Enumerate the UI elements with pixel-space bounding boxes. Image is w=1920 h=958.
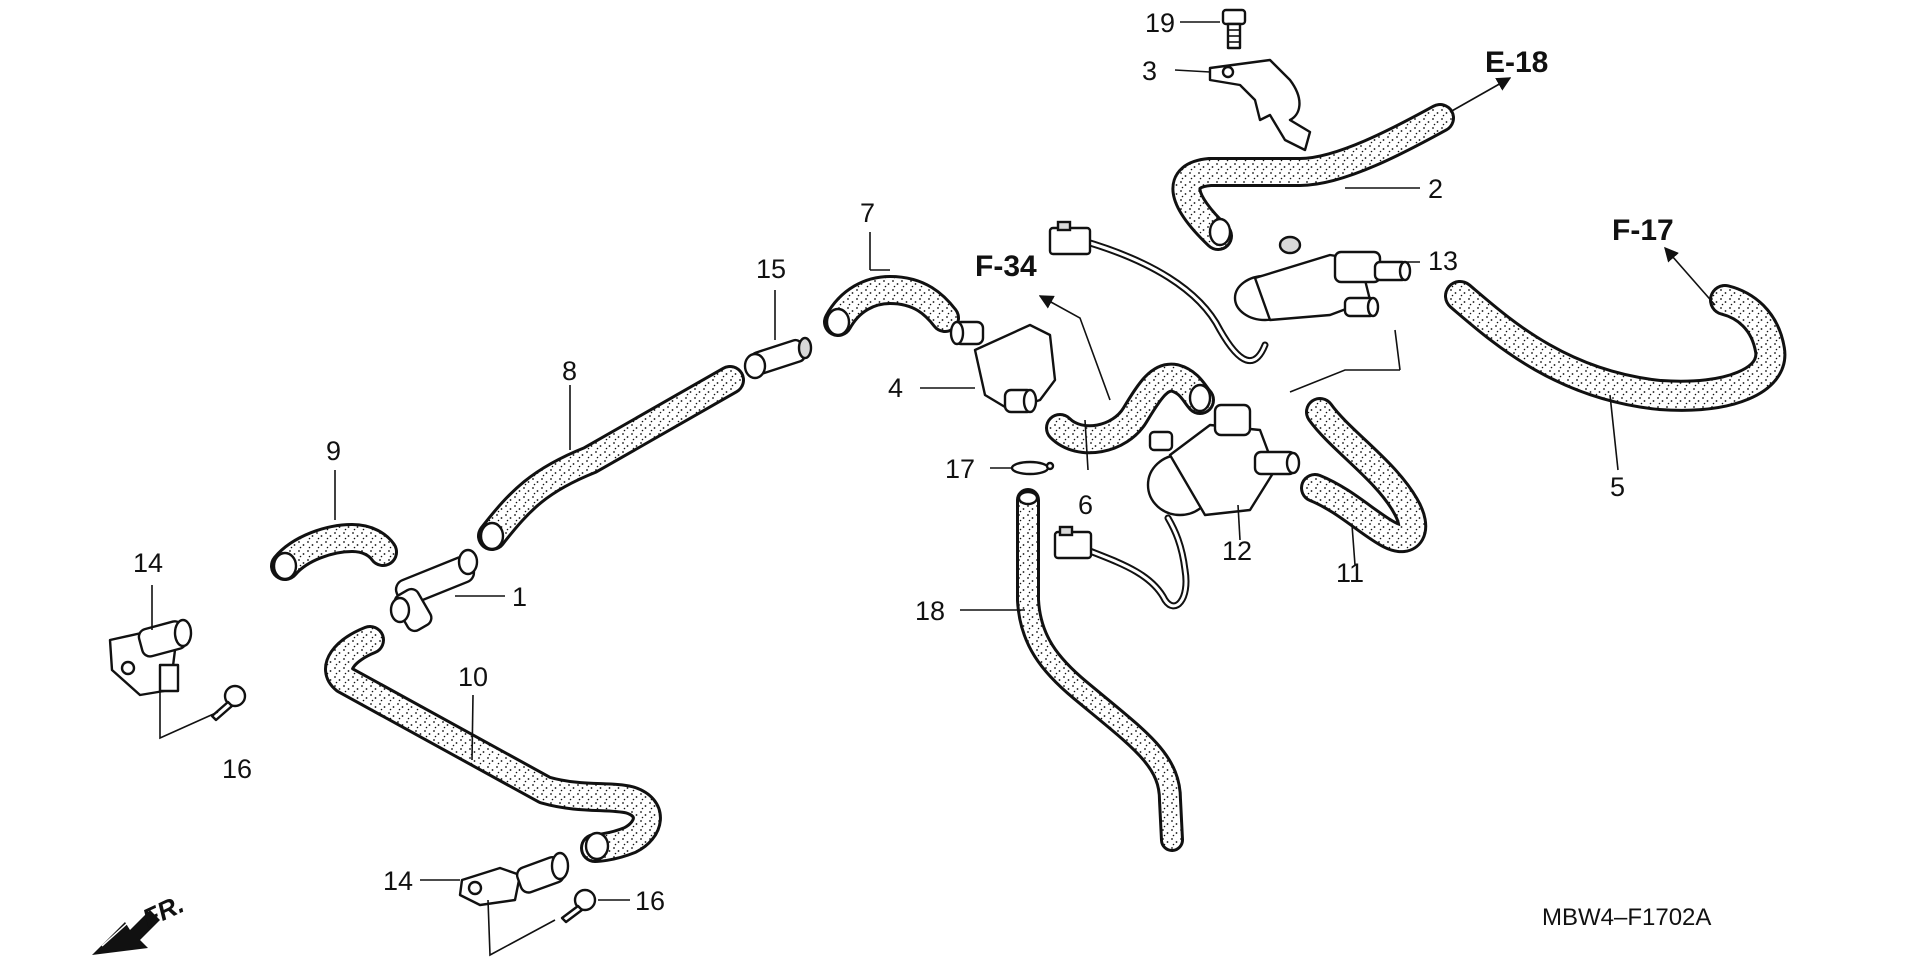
callout-18: 18 [915,596,945,626]
hose-2[interactable] [1171,103,1455,251]
valve-4[interactable] [949,320,1057,414]
callout-13: 13 [1428,246,1458,276]
joint-15[interactable] [743,336,813,380]
hose-6[interactable] [1045,362,1215,455]
callout-4: 4 [888,373,903,403]
callout-19: 19 [1145,8,1175,38]
callout-7: 7 [860,198,875,228]
callout-9: 9 [326,436,341,466]
f17-arrow [1664,246,1716,306]
callout-14-lower: 14 [383,866,413,896]
callout-2: 2 [1428,174,1443,204]
t-joint-1[interactable] [389,548,479,634]
callout-6: 6 [1078,490,1093,520]
bracket-3[interactable] [1208,58,1312,152]
leader-lines [151,21,1619,957]
hose-8[interactable] [477,365,745,551]
callout-1: 1 [512,582,527,612]
e18-arrow [1449,77,1512,113]
callout-3: 3 [1142,56,1157,86]
hose-5[interactable] [1444,280,1787,412]
control-valve-13[interactable] [1233,235,1412,322]
ref-f34: F-34 [975,250,1037,283]
screw-16-upper[interactable] [210,684,247,722]
hose-18[interactable] [1016,488,1184,852]
ref-f17: F-17 [1612,214,1674,247]
wire-harness-13 [1048,220,1269,365]
clip-17[interactable] [1010,460,1055,476]
ref-e18: E-18 [1485,46,1548,79]
callout-11: 11 [1336,558,1364,588]
wire-harness-12 [1053,514,1190,610]
bolt-19[interactable] [1221,8,1247,50]
hose-10[interactable] [324,625,662,863]
drawing-code: MBW4–F1702A [1542,904,1711,931]
screw-16-lower[interactable] [560,888,597,924]
f34-arrow [1038,295,1111,401]
callout-10: 10 [458,662,488,692]
callout-14-upper: 14 [133,548,163,578]
hose-7[interactable] [823,275,960,337]
pump-12[interactable] [1146,403,1301,517]
callout-16-upper: 16 [222,754,252,784]
callout-16-lower: 16 [635,886,665,916]
hose-9[interactable] [270,523,398,581]
callout-17: 17 [945,454,975,484]
callout-8: 8 [562,356,577,386]
holder-14-upper[interactable] [108,618,193,697]
hose-11[interactable] [1300,397,1428,554]
callout-12: 12 [1222,536,1252,566]
callout-15: 15 [756,254,786,284]
front-arrow: FR. [92,889,189,955]
holder-14-lower[interactable] [458,851,570,907]
callout-5: 5 [1610,472,1625,502]
